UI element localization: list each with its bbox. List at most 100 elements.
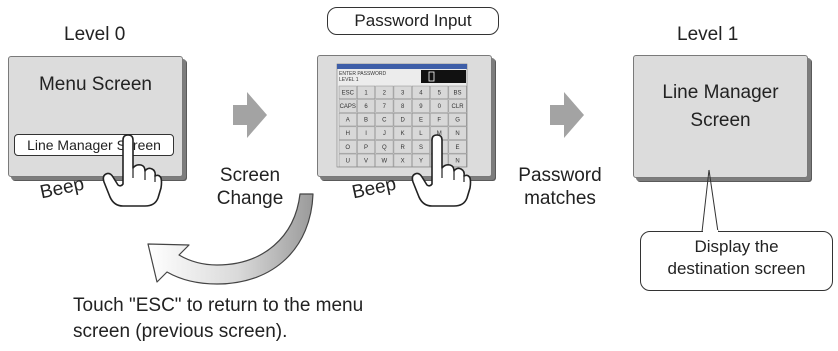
keypad-key-label: X: [401, 158, 405, 164]
keypad-key-label: L: [419, 131, 423, 137]
keypad-key[interactable]: [393, 99, 412, 113]
keypad-key[interactable]: [338, 85, 357, 100]
keypad-key[interactable]: [338, 153, 357, 168]
keypad-key-label: CAPS: [340, 104, 356, 110]
keypad-key[interactable]: [357, 153, 376, 168]
keypad-key[interactable]: [411, 85, 430, 100]
level-0-label: Level 0: [64, 24, 126, 45]
keypad-key[interactable]: [393, 126, 412, 140]
password-input-label: Password Input: [354, 11, 472, 30]
keypad-key-label: 9: [419, 104, 423, 110]
password-matches-label-2: matches: [524, 188, 596, 209]
keypad-key[interactable]: [375, 99, 394, 113]
level-1-label: Level 1: [677, 24, 739, 45]
keypad-key[interactable]: [338, 126, 357, 140]
password-cursor: [428, 71, 435, 82]
keypad-key-label: 1: [364, 90, 368, 96]
keypad-key[interactable]: [357, 99, 376, 113]
keypad-key[interactable]: [338, 99, 357, 113]
keypad-key-label: B: [364, 118, 368, 124]
keypad-key-label: I: [365, 131, 367, 137]
keypad-key[interactable]: [357, 112, 376, 127]
keypad-key-label: Q: [382, 145, 387, 151]
keypad-key-label: C: [382, 118, 387, 124]
keypad-key-label: CLR: [452, 104, 465, 110]
keypad-key[interactable]: [357, 126, 376, 140]
keypad-key[interactable]: [411, 153, 430, 168]
keypad-key[interactable]: [430, 85, 449, 100]
keypad-key[interactable]: [430, 112, 449, 127]
display-callout-line1: Display the: [694, 237, 779, 256]
dest-screen-title-1: Line Manager: [662, 82, 779, 103]
keypad-key-label: V: [364, 158, 368, 164]
keypad-key-label: W: [382, 158, 388, 164]
menu-screen-title: Menu Screen: [38, 74, 152, 95]
keypad-key-label: S: [419, 145, 423, 151]
esc-note-line1: Touch "ESC" to return to the menu: [73, 295, 364, 316]
keypad-key-label: ESC: [342, 90, 355, 96]
keypad-key[interactable]: [411, 126, 430, 140]
keypad-key-label: 0: [438, 104, 442, 110]
keypad-key-label: R: [400, 145, 405, 151]
keypad-key[interactable]: [448, 99, 467, 113]
keypad-key[interactable]: [393, 112, 412, 127]
password-matches-label-1: Password: [518, 165, 602, 186]
keypad-key[interactable]: [448, 85, 467, 100]
right-arrow-icon: [550, 92, 584, 138]
right-arrow-icon: [233, 92, 267, 138]
keypad-key-label: G: [455, 118, 460, 124]
keypad-key[interactable]: [338, 112, 357, 127]
keypad-key-label: E: [419, 118, 423, 124]
password-display-field[interactable]: [421, 70, 466, 83]
keypad-key-label: 4: [419, 90, 423, 96]
keypad-key[interactable]: [393, 85, 412, 100]
keypad-key[interactable]: [375, 112, 394, 127]
screen-change-label-2: Change: [216, 188, 284, 209]
keypad-key-label: 2: [383, 90, 387, 96]
keypad-key[interactable]: [375, 85, 394, 100]
keypad-key[interactable]: [357, 140, 376, 154]
pointing-hand-icon: [102, 134, 163, 207]
callout-pointer-joint: [703, 230, 718, 233]
keypad-key-label: M: [437, 131, 442, 137]
keypad-key-label: J: [383, 131, 386, 137]
keypad-key[interactable]: [411, 112, 430, 127]
keypad-key[interactable]: [411, 99, 430, 113]
screen-change-label-1: Screen: [219, 165, 281, 186]
keypad-key-label: H: [346, 131, 350, 137]
keypad-key[interactable]: [393, 153, 412, 168]
keypad-key[interactable]: [393, 140, 412, 154]
keypad-key[interactable]: [448, 112, 467, 127]
keypad-key[interactable]: [338, 140, 357, 154]
keypad-key[interactable]: [411, 140, 430, 154]
keypad-prompt-2: LEVEL 1: [339, 77, 359, 83]
display-destination-callout: Display the destination screen: [640, 231, 833, 291]
keypad-key[interactable]: [448, 126, 467, 140]
keypad-key-label: 6: [364, 104, 368, 110]
keypad-key-label: 7: [383, 104, 387, 110]
esc-note-line2: screen (previous screen).: [73, 321, 288, 342]
keypad-key-label: BS: [454, 90, 462, 96]
keypad-key-label: U: [346, 158, 350, 164]
keypad-prompt-1: ENTER PASSWORD: [339, 71, 387, 77]
keypad-key[interactable]: [375, 126, 394, 140]
keypad-key-label: E: [456, 145, 460, 151]
pointing-hand-icon: [411, 134, 472, 207]
keypad-key[interactable]: [448, 140, 467, 154]
keypad-key[interactable]: [448, 153, 467, 168]
beep-label-left: Beep: [38, 173, 86, 204]
keypad-key[interactable]: [430, 99, 449, 113]
keypad-key-label: F: [437, 118, 441, 124]
keypad-key-label: N: [455, 158, 459, 164]
keypad-key[interactable]: [375, 140, 394, 154]
keypad-key-label: A: [346, 118, 350, 124]
display-callout-line2: destination screen: [667, 259, 806, 278]
keypad-key[interactable]: [375, 153, 394, 168]
keypad-titlebar: [337, 64, 467, 69]
return-arrow-icon: [147, 193, 314, 285]
menu-screen-panel: Menu Screen Line Manager Screen: [8, 56, 183, 177]
keypad-key[interactable]: [357, 85, 376, 100]
